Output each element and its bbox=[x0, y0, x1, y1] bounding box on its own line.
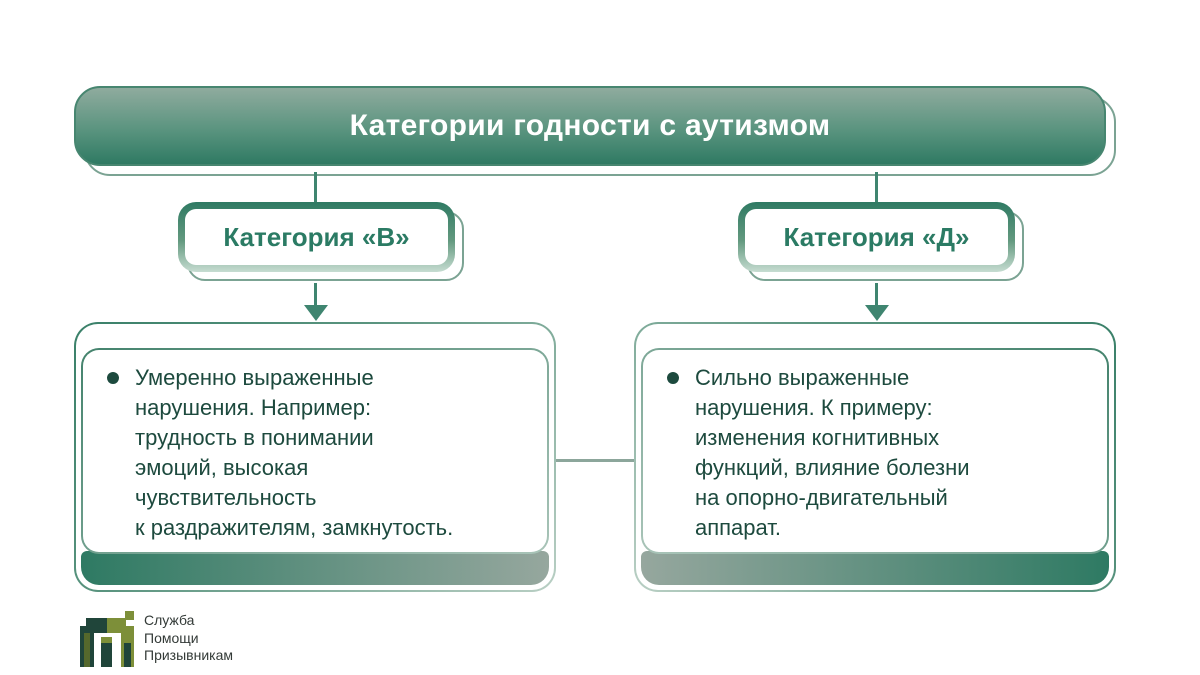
bullet-icon bbox=[107, 372, 119, 384]
arrow-stem-left bbox=[314, 283, 317, 306]
category-left-pill-inner: Категория «В» bbox=[185, 209, 448, 265]
category-left-pill: Категория «В» bbox=[178, 202, 455, 272]
content-box-left: Умеренно выраженные нарушения. Например:… bbox=[74, 322, 556, 592]
content-box-right-gradient-band bbox=[641, 551, 1109, 585]
page-title: Категории годности с аутизмом bbox=[349, 109, 831, 142]
content-box-left-inner: Умеренно выраженные нарушения. Например:… bbox=[76, 324, 554, 590]
category-left-label: Категория «В» bbox=[223, 221, 410, 252]
connector-between-content-boxes bbox=[556, 459, 636, 462]
content-box-right-inner: Сильно выраженные нарушения. К примеру: … bbox=[636, 324, 1114, 590]
content-box-right: Сильно выраженные нарушения. К примеру: … bbox=[634, 322, 1116, 592]
category-right-description: Сильно выраженные нарушения. К примеру: … bbox=[695, 365, 970, 540]
content-box-left-gradient-band bbox=[81, 551, 549, 585]
bullet-icon bbox=[667, 372, 679, 384]
logo-emblem-icon bbox=[80, 611, 134, 667]
logo-text: Служба Помощи Призывникам bbox=[144, 612, 233, 663]
content-card-right: Сильно выраженные нарушения. К примеру: … bbox=[643, 350, 1107, 552]
connector-banner-to-category-left bbox=[314, 172, 317, 203]
arrow-stem-right bbox=[875, 283, 878, 306]
content-card-left: Умеренно выраженные нарушения. Например:… bbox=[83, 350, 547, 552]
content-card-left-border: Умеренно выраженные нарушения. Например:… bbox=[81, 348, 549, 554]
title-banner: Категории годности с аутизмом bbox=[74, 86, 1106, 166]
brand-logo: Служба Помощи Призывникам bbox=[80, 611, 233, 667]
category-right-label: Категория «Д» bbox=[783, 221, 970, 252]
category-right-pill: Категория «Д» bbox=[738, 202, 1015, 272]
connector-banner-to-category-right bbox=[875, 172, 878, 203]
content-card-right-border: Сильно выраженные нарушения. К примеру: … bbox=[641, 348, 1109, 554]
category-left-description: Умеренно выраженные нарушения. Например:… bbox=[135, 365, 454, 540]
arrow-down-icon-left bbox=[303, 305, 328, 321]
arrow-down-icon-right bbox=[864, 305, 889, 321]
category-right-pill-inner: Категория «Д» bbox=[745, 209, 1008, 265]
